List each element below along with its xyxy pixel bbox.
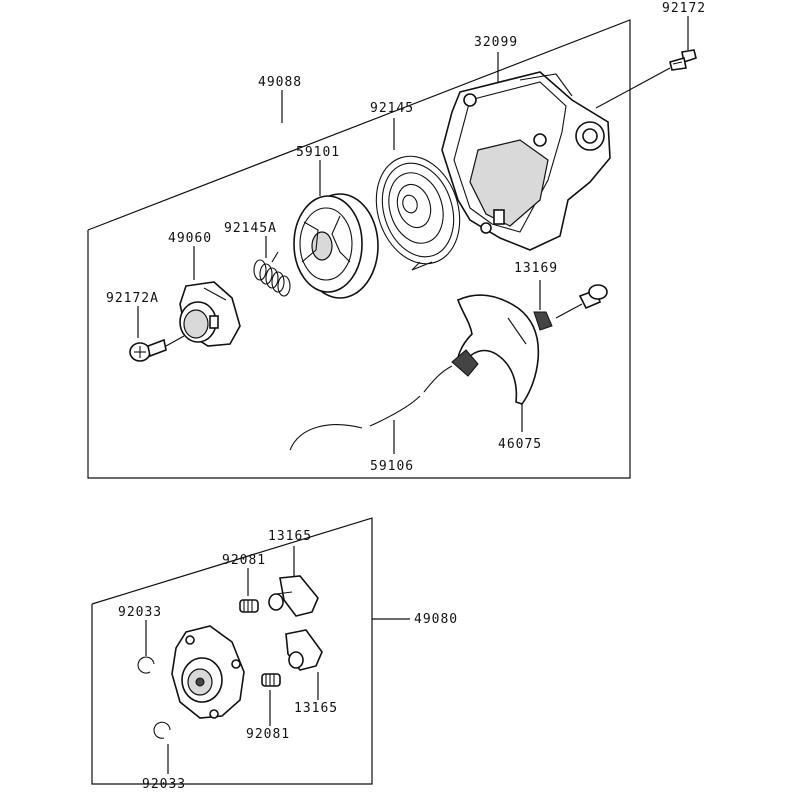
pawl-13165-bottom	[285, 629, 323, 700]
label-92081-bottom: 92081	[246, 727, 290, 742]
label-92172: 92172	[662, 1, 706, 16]
assembly-49080-outline	[91, 517, 373, 785]
label-49060: 49060	[168, 231, 212, 246]
clip-92033-bottom	[153, 721, 171, 774]
label-92081-top: 92081	[222, 553, 266, 568]
label-13169: 13169	[514, 261, 558, 276]
label-92172A: 92172A	[106, 291, 159, 306]
spring-92145A	[253, 236, 291, 297]
spring-92081-top	[239, 568, 259, 613]
screw-92172	[595, 16, 697, 109]
pawl-13165-top	[268, 546, 319, 617]
spring-92081-bottom	[261, 673, 281, 726]
label-92033-bottom: 92033	[142, 777, 186, 792]
label-92145: 92145	[370, 101, 414, 116]
pulley-59101	[293, 160, 379, 299]
knob-13169	[533, 280, 608, 331]
clip-92033-top	[137, 620, 155, 674]
assembly-49088-outline	[87, 19, 631, 479]
label-49088: 49088	[258, 75, 302, 90]
starter-case-32099	[441, 52, 611, 251]
label-32099: 32099	[474, 35, 518, 50]
label-13165-top: 13165	[268, 529, 312, 544]
spiral-spring-92145	[375, 118, 461, 271]
label-46075: 46075	[498, 437, 542, 452]
clutch-plate-49080	[171, 625, 245, 719]
screw-92172A	[129, 306, 185, 362]
label-49080: 49080	[414, 612, 458, 627]
handle-46075	[451, 294, 540, 432]
rope-59106	[289, 365, 453, 454]
label-92145A: 92145A	[224, 221, 277, 236]
label-92033-top: 92033	[118, 605, 162, 620]
label-13165-bottom: 13165	[294, 701, 338, 716]
ratchet-49060	[179, 246, 241, 347]
label-59106: 59106	[370, 459, 414, 474]
label-59101: 59101	[296, 145, 340, 160]
